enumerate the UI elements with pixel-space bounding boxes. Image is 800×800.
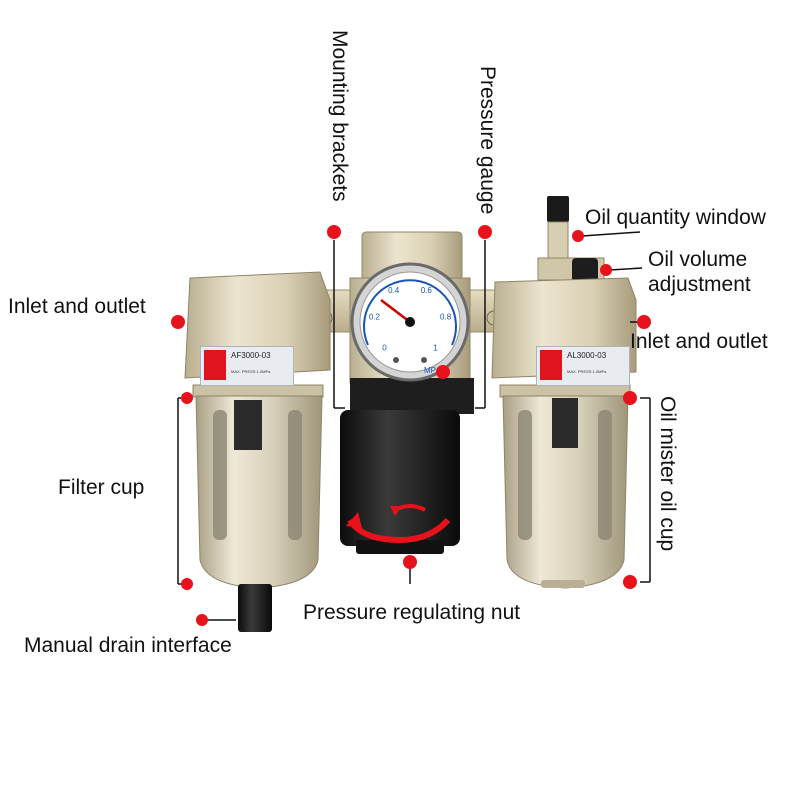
filter-unit — [184, 271, 331, 632]
label-manual-drain: Manual drain interface — [24, 634, 232, 657]
filter-cup-window-right — [288, 410, 302, 540]
lubricator-model-plate: AL3000-03 MAX. PRESS.1.0MPa — [536, 346, 630, 386]
label-oil-mister-oil-cup: Oil mister oil cup — [656, 396, 679, 552]
pressure-gauge — [350, 262, 470, 382]
gauge-tick-label: 0.8 — [440, 312, 452, 321]
lubricator-model-spec: MAX. PRESS.1.0MPa — [567, 369, 607, 374]
marker-gauge-center — [436, 365, 450, 379]
marker-oil-cup-bottom — [623, 575, 637, 589]
marker-regulating-nut — [403, 555, 417, 569]
lubricator-plate-red-mark — [540, 350, 562, 380]
marker-manual-drain — [196, 614, 208, 626]
gauge-unit: MPa — [424, 366, 441, 375]
filter-model-plate: AF3000-03 MAX. PRESS.1.0MPa — [200, 346, 294, 386]
gauge-tick-label: 1 — [433, 344, 438, 353]
manual-drain-valve — [238, 584, 272, 632]
marker-filter-cup-top — [181, 392, 193, 404]
lubricator-cup-window-left — [518, 410, 532, 540]
label-oil-volume-line2: adjustment — [648, 273, 751, 296]
filter-cup-window-left — [213, 410, 227, 540]
marker-oil-volume — [600, 264, 612, 276]
gauge-tick-label: 0.6 — [421, 286, 433, 295]
marker-inlet-right — [637, 315, 651, 329]
label-mounting-brackets: Mounting brackets — [328, 30, 351, 202]
label-inlet-outlet-right: Inlet and outlet — [630, 330, 768, 353]
marker-inlet-left — [171, 315, 185, 329]
label-pressure-regulating-nut: Pressure regulating nut — [303, 601, 521, 624]
lubricator-cup-window-right — [598, 410, 612, 540]
filter-model-spec: MAX. PRESS.1.0MPa — [231, 369, 271, 374]
marker-dots — [171, 225, 651, 626]
lubricator-model-code: AL3000-03 — [567, 351, 607, 360]
gauge-tick-label: 0 — [382, 344, 387, 353]
gauge-tick-label: 0.2 — [369, 312, 381, 321]
gauge-tick-labels: 0 0.2 0.4 0.6 0.8 1 — [369, 286, 452, 353]
filter-model-code: AF3000-03 — [231, 351, 271, 360]
lubricator-unit — [491, 196, 637, 589]
label-inlet-outlet-left: Inlet and outlet — [8, 295, 146, 318]
marker-mounting-brackets — [327, 225, 341, 239]
label-filter-cup: Filter cup — [58, 476, 145, 499]
marker-oil-cup-top — [623, 391, 637, 405]
label-pressure-gauge: Pressure gauge — [476, 66, 499, 215]
marker-pressure-gauge — [478, 225, 492, 239]
filter-plate-red-mark — [204, 350, 226, 380]
regulator-knob — [340, 410, 460, 546]
rotation-arrows — [346, 504, 451, 544]
oil-quantity-window-cap — [547, 196, 569, 222]
marker-filter-cup-bottom — [181, 578, 193, 590]
gauge-tick-label: 0.4 — [388, 286, 400, 295]
label-oil-quantity-window: Oil quantity window — [585, 206, 766, 229]
label-oil-volume-line1: Oil volume — [648, 248, 748, 271]
oil-volume-adjuster — [572, 258, 598, 282]
marker-oil-quantity — [572, 230, 584, 242]
